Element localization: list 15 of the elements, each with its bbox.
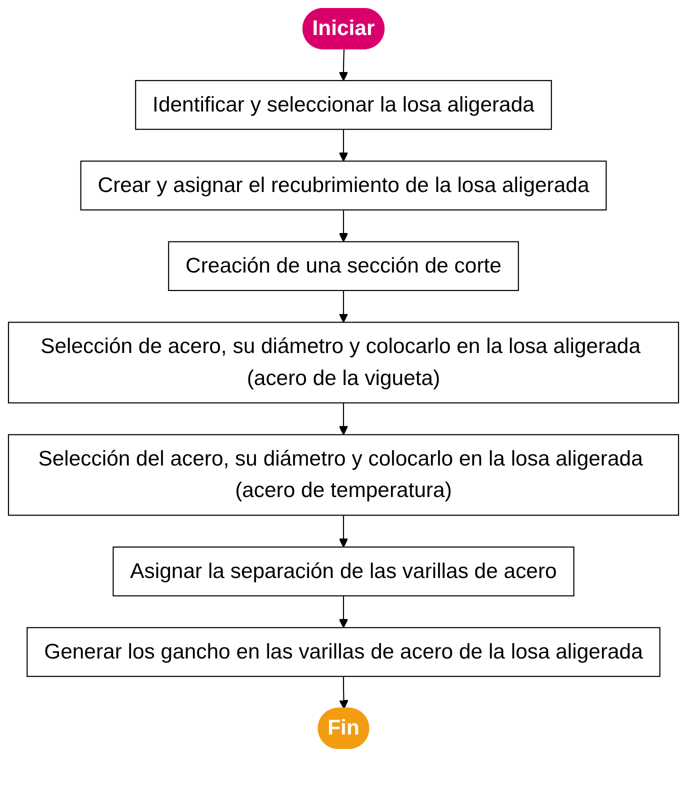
node-box: Asignar la separación de las varillas de acero xyxy=(112,546,574,596)
node-box: Selección del acero, su diámetro y colocarlo en la losa aligerada (acero de temperatura) xyxy=(8,434,680,516)
arrow xyxy=(338,515,348,548)
arrow xyxy=(338,129,348,162)
node-box: Creación de una sección de corte xyxy=(168,241,519,292)
node-box: Crear y asignar el recubrimiento de la losa aligerada xyxy=(80,160,607,210)
node-box: Selección de acero, su diámetro y colocarlo en la losa aligerada (acero de la vigueta) xyxy=(8,322,680,404)
arrow xyxy=(339,676,348,710)
arrow xyxy=(338,290,348,323)
node-box: Identificar y seleccionar la losa aligerada xyxy=(135,80,552,130)
arrow xyxy=(338,596,348,628)
node-box: Generar los gancho en las varillas de acero de la losa aligerada xyxy=(26,627,660,677)
arrow xyxy=(338,49,348,81)
arrow xyxy=(338,402,348,436)
arrow xyxy=(338,210,348,242)
